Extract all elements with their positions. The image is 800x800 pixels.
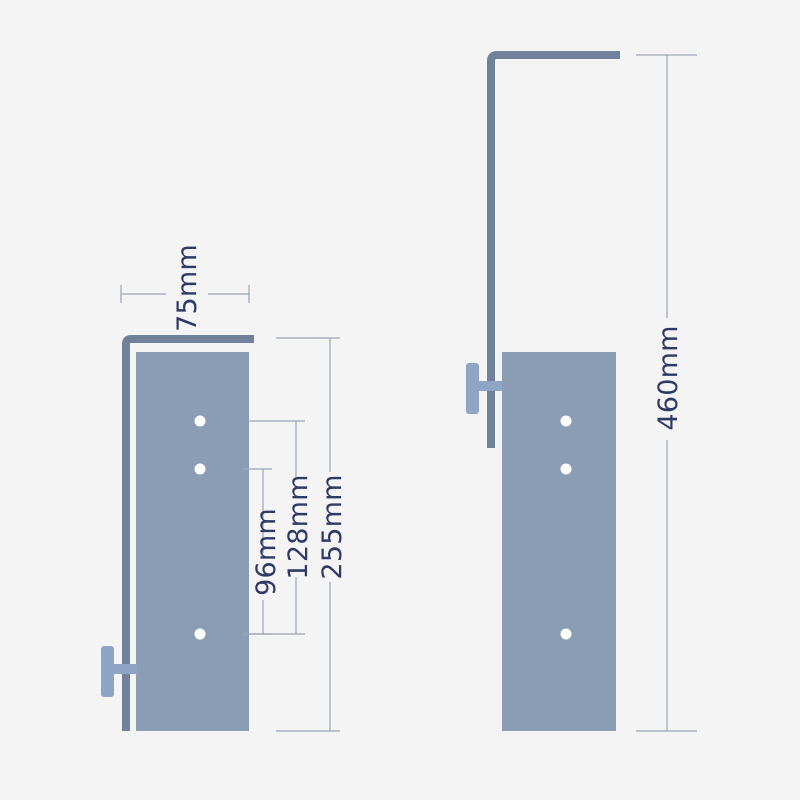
knob-right-stem xyxy=(478,381,502,391)
extended-height-460-dimension: 460mm xyxy=(636,54,697,732)
mounting-hole-right-3 xyxy=(560,628,572,640)
knob-left xyxy=(101,646,137,697)
knob-left-head xyxy=(101,646,114,697)
knob-right-head xyxy=(466,363,479,414)
mounting-hole-left-3 xyxy=(194,628,206,640)
width-dimension: 75mm xyxy=(120,244,250,332)
rail-left xyxy=(122,335,254,731)
hole-spacing-128-dimension: 128mm xyxy=(248,420,314,635)
hole-spacing-128-label: 128mm xyxy=(283,474,314,579)
mounting-hole-right-1 xyxy=(560,415,572,427)
mounting-hole-right-2 xyxy=(560,463,572,475)
panel-height-255-dimension: 255mm xyxy=(276,337,348,732)
knob-right xyxy=(466,363,502,414)
cabinet-panel-right xyxy=(502,352,616,731)
extended-height-460-label: 460mm xyxy=(653,325,684,430)
panel-height-255-label: 255mm xyxy=(317,474,348,579)
cabinet-panel-left xyxy=(136,352,249,731)
mounting-hole-left-1 xyxy=(194,415,206,427)
width-label: 75mm xyxy=(172,244,203,332)
rail-right xyxy=(487,51,620,448)
extended-unit: 460mm xyxy=(466,51,697,732)
mounting-hole-left-2 xyxy=(194,463,206,475)
retracted-unit: 75mm 96mm 128mm xyxy=(101,244,348,732)
hole-spacing-96-label: 96mm xyxy=(251,508,282,596)
hole-spacing-96-dimension: 96mm xyxy=(242,468,282,635)
knob-left-stem xyxy=(113,664,137,674)
